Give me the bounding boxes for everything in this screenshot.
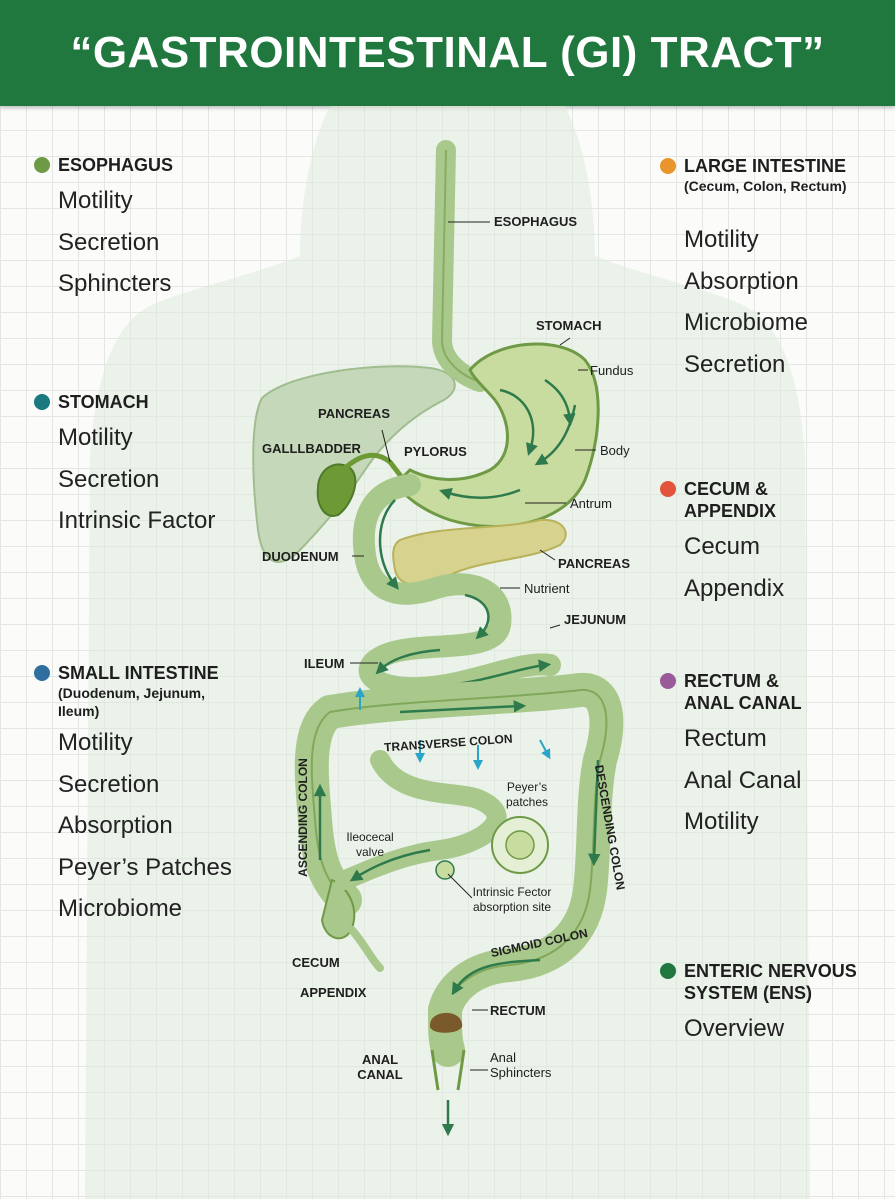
stomach-items: Motility Secretion Intrinsic Factor <box>58 417 215 542</box>
duodenum <box>352 474 441 605</box>
page-title: “GASTROINTESTINAL (GI) TRACT” <box>70 28 825 77</box>
panel-small-intestine-subtitle: (Duodenum, Jejunum, Ileum) <box>58 685 205 719</box>
cecum-appendix-dot-icon <box>660 481 676 497</box>
panel-cecum-appendix: CECUM & APPENDIX Cecum Appendix <box>660 478 800 609</box>
panel-small-intestine-title: SMALL INTESTINE <box>58 663 219 683</box>
label-nutrient: Nutrient <box>524 581 570 596</box>
label-antrum: Antrum <box>570 496 612 511</box>
label-rectum: RECTUM <box>490 1003 546 1018</box>
panel-stomach-title: STOMACH <box>58 392 149 412</box>
label-appendix: APPENDIX <box>300 985 367 1000</box>
list-item: Motility <box>58 187 133 214</box>
list-item: Rectum <box>684 725 767 752</box>
panel-ens: ENTERIC NERVOUS SYSTEM (ENS) Overview <box>660 960 880 1050</box>
list-item: Overview <box>684 1015 785 1042</box>
label-ascending-colon: ASCENDING COLON <box>295 758 310 877</box>
stomach <box>392 342 600 528</box>
label-pancreas: PANCREAS <box>558 556 630 571</box>
list-item: Secretion <box>58 228 160 256</box>
panel-rectum-anal-title: RECTUM & ANAL CANAL <box>684 671 802 713</box>
panel-rectum-anal: RECTUM & ANAL CANAL Rectum Anal Canal Mo… <box>660 670 820 843</box>
cecum-appendix-items: Cecum Appendix <box>684 526 800 609</box>
appendix <box>348 926 384 972</box>
label-jejunum: JEJUNUM <box>564 612 627 627</box>
label-gallbladder: GALLLBADDER <box>262 441 361 456</box>
list-item: Secretion <box>58 770 160 798</box>
label-peyers-patches: Peyer’s patches <box>505 780 549 809</box>
list-item: Motility <box>58 729 133 756</box>
panel-large-intestine-title: LARGE INTESTINE <box>684 156 847 176</box>
label-stomach: STOMACH <box>536 318 602 333</box>
panel-esophagus-title: ESOPHAGUS <box>58 155 174 175</box>
label-pancreas-top: PANCREAS <box>318 406 390 421</box>
esophagus-items: Motility Secretion Sphincters <box>58 180 173 305</box>
list-item: Cecum <box>684 533 761 560</box>
panel-large-intestine: LARGE INTESTINE (Cecum, Colon, Rectum) M… <box>660 155 890 385</box>
panel-ens-title: ENTERIC NERVOUS SYSTEM (ENS) <box>684 961 857 1003</box>
label-ileocecal-valve: Ileocecal valve <box>346 830 394 859</box>
list-item: Microbiome <box>58 895 183 923</box>
list-item: Appendix <box>684 574 785 602</box>
rectum-anal-items: Rectum Anal Canal Motility <box>684 718 820 843</box>
label-anal-sphincters: Anal Sphincters <box>490 1050 552 1080</box>
panel-large-intestine-subtitle: (Cecum, Colon, Rectum) <box>684 178 847 194</box>
intrinsic-factor-site <box>435 860 455 880</box>
ens-dot-icon <box>660 963 676 979</box>
label-esophagus: ESOPHAGUS <box>494 214 578 229</box>
list-item: Secretion <box>684 350 786 378</box>
label-cecum: CECUM <box>292 955 340 970</box>
stool <box>429 1012 463 1033</box>
label-anal-canal: ANAL CANAL <box>357 1052 403 1082</box>
list-item: Motility <box>684 808 759 836</box>
list-item: Motility <box>684 226 759 253</box>
list-item: Anal Canal <box>684 766 802 794</box>
panel-cecum-appendix-title: CECUM & APPENDIX <box>684 479 777 521</box>
anal-canal <box>430 1049 466 1091</box>
list-item: Absorption <box>58 812 173 840</box>
list-item: Secretion <box>58 465 160 493</box>
esophagus-dot-icon <box>34 157 50 173</box>
jejunum <box>358 573 561 700</box>
list-item: Sphincters <box>58 270 172 298</box>
gallbladder <box>316 463 357 517</box>
label-body: Body <box>600 443 630 458</box>
list-item: Motility <box>58 424 133 451</box>
label-ileum: ILEUM <box>304 656 345 671</box>
list-item: Absorption <box>684 267 799 295</box>
label-intrinsic-factor-site: Intrinsic Fector absorption site <box>472 885 552 914</box>
stomach-dot-icon <box>34 394 50 410</box>
label-duodenum: DUODENUM <box>262 549 339 564</box>
panel-small-intestine: SMALL INTESTINE (Duodenum, Jejunum, Ileu… <box>34 662 244 930</box>
rectum-anal-dot-icon <box>660 673 676 689</box>
large-intestine-dot-icon <box>660 158 676 174</box>
list-item: Intrinsic Factor <box>58 507 216 535</box>
esophagus <box>431 140 490 392</box>
ens-items: Overview <box>684 1008 880 1050</box>
list-item: Peyer’s Patches <box>58 853 232 881</box>
label-fundus: Fundus <box>590 363 634 378</box>
panel-stomach: STOMACH Motility Secretion Intrinsic Fac… <box>34 391 215 542</box>
small-intestine-dot-icon <box>34 665 50 681</box>
pancreas <box>392 518 567 586</box>
ileum <box>335 750 507 890</box>
panel-esophagus: ESOPHAGUS Motility Secretion Sphincters <box>34 154 173 305</box>
list-item: Microbiome <box>684 309 809 337</box>
title-banner: “GASTROINTESTINAL (GI) TRACT” <box>0 0 895 106</box>
small-intestine-items: Motility Secretion Absorption Peyer’s Pa… <box>58 722 244 930</box>
large-intestine-items: Motility Absorption Microbiome Secretion <box>684 219 890 385</box>
label-pylorus: PYLORUS <box>404 444 467 459</box>
